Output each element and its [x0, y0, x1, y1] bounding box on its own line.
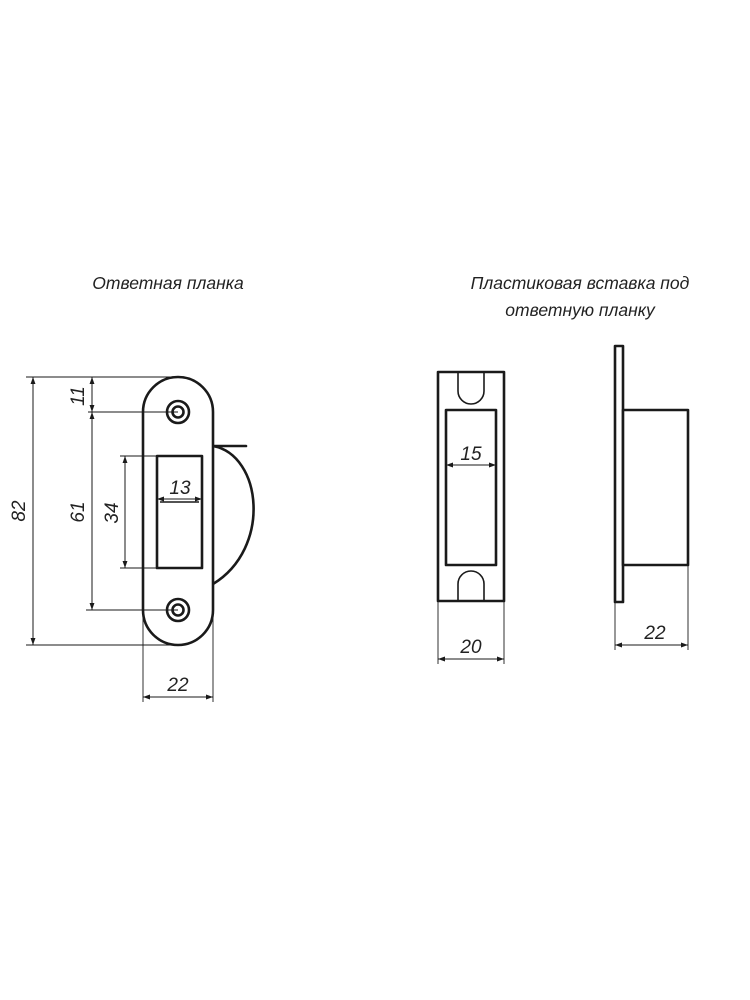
strike-plate [141, 375, 255, 647]
dim-11-label: 11 [68, 386, 89, 406]
dim-slot-height: 34 [102, 455, 157, 569]
dim-plate-width: 22 [142, 610, 214, 702]
dim-hole-spacing: 61 [68, 412, 178, 611]
dim-inner-width: 15 [446, 444, 496, 468]
dim-overall-height: 82 [9, 376, 178, 646]
right-view-caption-line1: Пластиковая вставка под [471, 273, 690, 293]
dim-side-depth: 22 [614, 565, 689, 650]
dim-front-width: 20 [437, 601, 505, 664]
left-view-caption: Ответная планка [92, 273, 244, 293]
dim-slot-width: 13 [157, 478, 202, 502]
dim-22-side-label: 22 [643, 623, 666, 644]
dim-top-offset: 11 [68, 377, 178, 413]
dim-15-label: 15 [460, 444, 482, 465]
dim-82-label: 82 [9, 500, 30, 522]
right-view-caption-line2: ответную планку [505, 300, 656, 320]
insert-side-view [613, 344, 690, 604]
dim-20-label: 20 [459, 637, 482, 658]
dim-61-label: 61 [68, 501, 89, 522]
dim-22-plate-label: 22 [166, 675, 189, 696]
dim-13-label: 13 [169, 478, 191, 499]
dim-34-label: 34 [102, 502, 123, 523]
insert-front-view [436, 370, 506, 603]
